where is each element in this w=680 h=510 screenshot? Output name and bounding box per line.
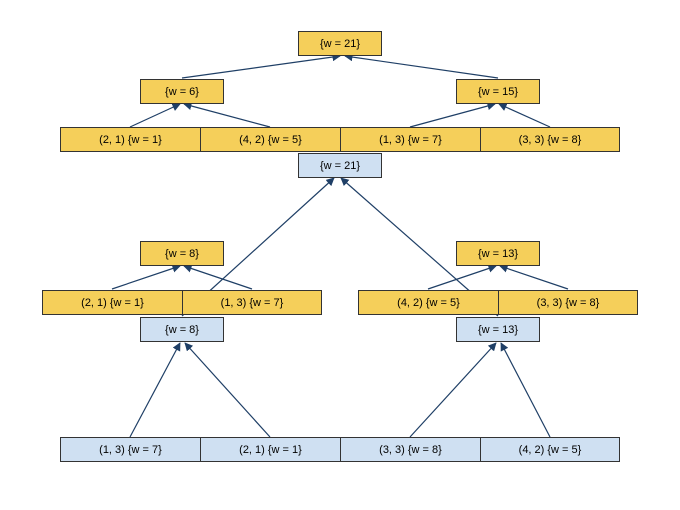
edge <box>409 342 497 438</box>
bottom-leaf-node: (1, 3) {w = 7} <box>60 437 201 462</box>
edge <box>129 103 181 128</box>
bottom-leaf-node: (3, 3) {w = 8} <box>340 437 481 462</box>
edge <box>183 101 271 128</box>
edge <box>129 342 181 438</box>
right-leaf-node: (3, 3) {w = 8} <box>498 290 638 315</box>
edge <box>498 103 551 128</box>
edge <box>111 264 181 290</box>
left-root-node: {w = 8} <box>140 241 224 266</box>
left-leaf-node: (2, 1) {w = 1} <box>42 290 183 315</box>
top-leaf-node: (2, 1) {w = 1} <box>60 127 201 152</box>
right-root-node: {w = 13} <box>456 241 540 266</box>
bottom-leaf-node: (2, 1) {w = 1} <box>200 437 341 462</box>
top-internal-node: {w = 15} <box>456 79 540 104</box>
edge <box>427 264 497 290</box>
right-merged-node: {w = 13} <box>456 317 540 342</box>
top-leaf-node: (1, 3) {w = 7} <box>340 127 481 152</box>
merged-root-node: {w = 21} <box>298 153 382 178</box>
left-merged-node: {w = 8} <box>140 317 224 342</box>
bottom-leaf-node: (4, 2) {w = 5} <box>480 437 620 462</box>
edge <box>181 52 341 79</box>
top-leaf-node: (3, 3) {w = 8} <box>480 127 620 152</box>
edge <box>344 52 499 79</box>
edge <box>183 264 253 290</box>
edge <box>500 342 551 438</box>
top-root-node: {w = 21} <box>298 31 382 56</box>
edge <box>409 101 496 128</box>
top-leaf-node: (4, 2) {w = 5} <box>200 127 341 152</box>
left-leaf-node: (1, 3) {w = 7} <box>182 290 322 315</box>
right-leaf-node: (4, 2) {w = 5} <box>358 290 499 315</box>
edge <box>184 342 271 438</box>
edge <box>499 264 569 290</box>
top-internal-node: {w = 6} <box>140 79 224 104</box>
